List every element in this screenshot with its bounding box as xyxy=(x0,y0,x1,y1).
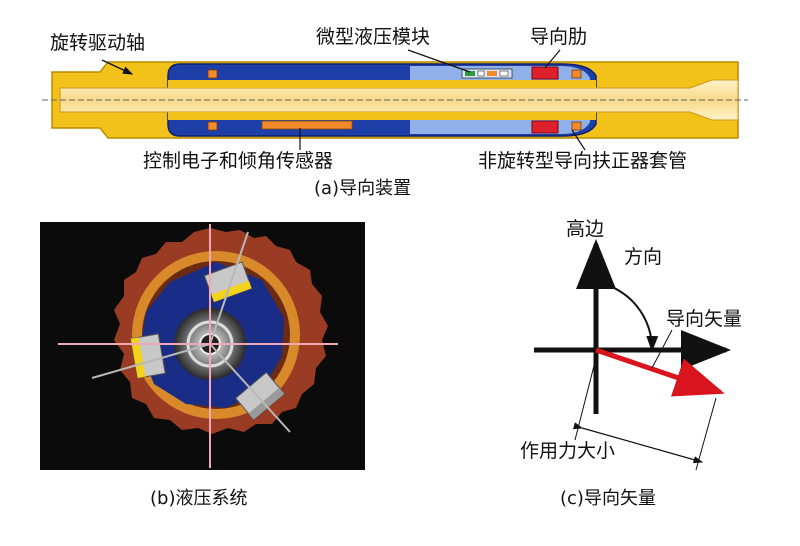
label-direction: 方向 xyxy=(624,246,663,268)
label-force-magnitude: 作用力大小 xyxy=(520,440,616,462)
label-rotating-drive-shaft: 旋转驱动轴 xyxy=(50,32,146,54)
electronics-bar xyxy=(261,120,353,130)
guide-rib-bottom xyxy=(531,120,559,134)
label-high-side: 高边 xyxy=(566,218,605,240)
caption-a: (a)导向装置 xyxy=(314,178,412,199)
steering-vector xyxy=(595,347,725,397)
label-non-rotating-sleeve: 非旋转型导向扶正器套管 xyxy=(478,150,688,172)
direction-arc xyxy=(595,281,659,352)
label-steering-vector: 导向矢量 xyxy=(666,308,743,330)
panel-b-image xyxy=(40,222,365,470)
crosshair xyxy=(58,224,338,468)
label-guide-rib: 导向肋 xyxy=(530,26,588,48)
bearing-icons xyxy=(207,69,582,131)
panel-a-tool xyxy=(42,49,748,151)
caption-b: (b)液压系统 xyxy=(150,488,248,509)
guide-rib-top xyxy=(531,66,559,80)
caption-c: (c)导向矢量 xyxy=(560,488,656,509)
label-electronics-sensor: 控制电子和倾角传感器 xyxy=(143,150,334,172)
label-hydraulic-module: 微型液压模块 xyxy=(316,26,431,48)
panel-c-diagram xyxy=(534,239,731,471)
magnitude-dimension xyxy=(572,422,704,464)
